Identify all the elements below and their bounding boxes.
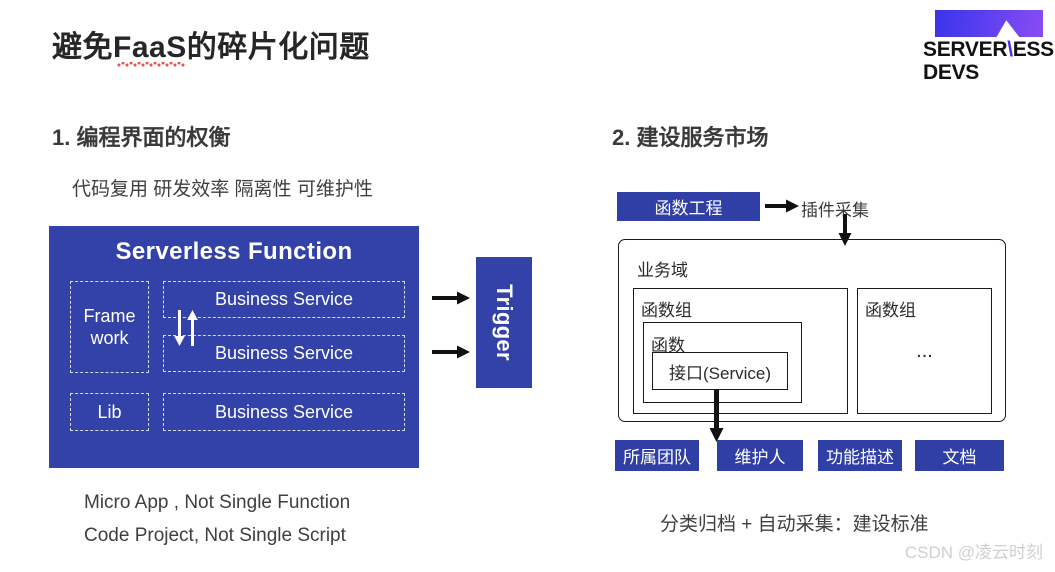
business-service-box-1: Business Service: [163, 281, 405, 318]
section-1-caption-1: Micro App , Not Single Function: [84, 492, 351, 513]
function-group-box-1: [633, 288, 848, 414]
business-domain-box: [618, 239, 1006, 422]
section-2-heading: 2. 建设服务市场: [612, 125, 769, 150]
trigger-label: Trigger: [492, 284, 517, 361]
section-1-heading: 1. 编程界面的权衡: [52, 125, 231, 150]
function-group-label-2: 函数组: [865, 301, 916, 320]
logo-text-line2: DEVS: [923, 61, 979, 84]
trigger-box: Trigger: [476, 257, 532, 388]
function-project-chip: 函数工程: [617, 192, 760, 221]
interface-service-label: 接口(Service): [668, 363, 771, 383]
framework-label-line2: work: [90, 328, 129, 348]
attribute-chip-description: 功能描述: [818, 440, 902, 471]
attribute-chip-owner: 维护人: [717, 440, 803, 471]
business-service-box-3: Business Service: [163, 393, 405, 431]
section-2-caption: 分类归档 + 自动采集：建设标准: [660, 514, 929, 535]
logo-text-line1: SERVER\ESS: [923, 39, 1054, 60]
section-1-subtitle: 代码复用 研发效率 隔离性 可维护性: [72, 179, 373, 200]
serverless-function-title: Serverless Function: [115, 238, 353, 265]
bidirectional-arrows-icon: [173, 310, 203, 346]
framework-box: Frame work: [70, 281, 149, 373]
function-group-label-1: 函数组: [641, 301, 692, 320]
function-group-2-ellipsis: ...: [916, 339, 933, 362]
logo-text-server: SERVER: [923, 38, 1008, 61]
arrow-to-trigger-2-icon: [432, 345, 470, 359]
page-title: 避免FaaS的碎片化问题: [52, 31, 370, 64]
logo-slash-icon: \: [1007, 38, 1013, 61]
serverless-devs-logo: SERVER\ESS DEVS: [923, 10, 1054, 84]
serverless-function-panel: Serverless Function Frame work Business …: [49, 226, 419, 468]
arrow-to-trigger-1-icon: [432, 291, 470, 305]
section-1-caption-2: Code Project, Not Single Script: [84, 525, 346, 546]
business-service-box-2: Business Service: [163, 335, 405, 372]
csdn-watermark: CSDN @凌云时刻: [904, 543, 1043, 562]
framework-label-line1: Frame: [83, 306, 136, 326]
logo-text-ess: ESS: [1012, 38, 1054, 61]
function-group-box-2: [857, 288, 992, 414]
plugin-collect-label: 插件采集: [801, 201, 869, 220]
lib-box: Lib: [70, 393, 149, 431]
attribute-chip-team: 所属团队: [615, 440, 699, 471]
arrow-to-collect-icon: [765, 199, 799, 213]
logo-gradient-mark: [935, 10, 1043, 37]
function-label: 函数: [651, 336, 685, 355]
business-domain-label: 业务域: [637, 261, 688, 280]
function-box: [643, 322, 802, 403]
spellcheck-squiggle: [117, 62, 185, 67]
arrow-down-from-interface-icon: [709, 390, 725, 442]
attribute-chip-document: 文档: [915, 440, 1004, 471]
interface-service-box: [652, 352, 788, 390]
